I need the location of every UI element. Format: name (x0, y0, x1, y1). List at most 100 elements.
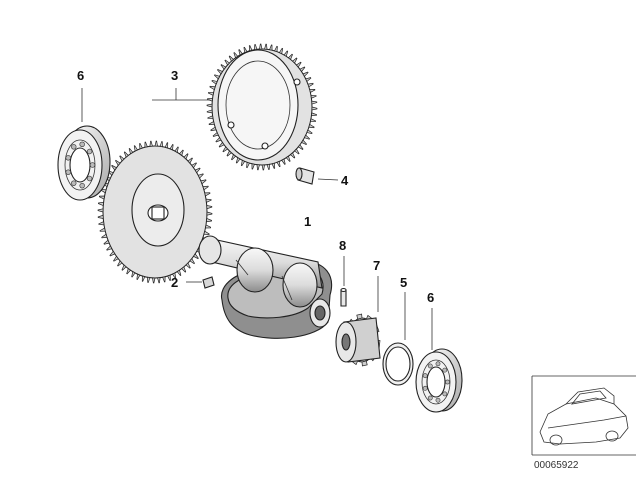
callout-7: 7 (373, 258, 380, 273)
lower-gear-tooth (136, 273, 141, 280)
woodruff-key (202, 276, 215, 289)
upper-gear-tooth (207, 115, 214, 120)
lower-gear-tooth (191, 162, 197, 169)
lower-gear-tooth (193, 253, 199, 260)
upper-gear-tooth (310, 94, 317, 99)
bottom-bearing-ball (445, 379, 450, 385)
top-bearing-ball (71, 180, 77, 186)
upper-gear-tooth (311, 112, 317, 117)
upper-gear-tooth (276, 160, 281, 168)
eccentric-shaft (198, 235, 332, 339)
bottom-bearing-ball (427, 395, 433, 401)
upper-gear-tooth (256, 164, 260, 171)
lower-gear-tooth (98, 221, 105, 226)
lower-gear-tooth (206, 211, 213, 216)
lower-gear-tooth (205, 224, 212, 229)
upper-gear-tooth (266, 163, 270, 170)
ball-bearing-top (57, 125, 111, 201)
callout-3: 3 (171, 68, 178, 83)
upper-gear-tooth (228, 55, 234, 62)
lower-gear-tooth (106, 245, 113, 251)
upper-gear-tooth (207, 92, 215, 96)
bottom-bearing-ball (422, 385, 428, 391)
washer-ring (382, 342, 414, 386)
lower-gear-tooth (162, 276, 166, 283)
callout-8: 8 (339, 238, 346, 253)
upper-gear-tooth (259, 43, 263, 50)
upper-gear-tooth (212, 131, 219, 137)
upper-gear-tooth (209, 85, 216, 91)
upper-gear-tooth (295, 61, 302, 68)
top-bearing-ball (89, 162, 96, 168)
upper-gear-tooth (235, 157, 241, 164)
lower-gear-tooth (176, 269, 182, 277)
upper-gear-tooth (218, 141, 225, 148)
upper-gear-tooth (254, 44, 258, 51)
lower-gear-tooth (141, 275, 146, 282)
lower-gear-tooth (203, 230, 210, 235)
lower-gear-tooth (128, 147, 134, 155)
upper-gear-tooth (303, 134, 310, 140)
top-bearing-ball (71, 144, 77, 150)
callout-6-bottom: 6 (427, 290, 434, 305)
bottom-bearing-ball (435, 397, 441, 403)
upper-gear-tooth (301, 139, 307, 146)
upper-gear-tooth (311, 106, 318, 111)
upper-gear-tooth (309, 88, 316, 93)
lower-gear-tooth (123, 151, 129, 158)
lower-gear-tooth (97, 214, 104, 219)
top-bearing-ball (79, 182, 85, 189)
lower-gear-tooth (99, 227, 106, 232)
pinion-gear (335, 313, 381, 367)
lower-gear-tooth (181, 266, 187, 273)
lower-gear-tooth (200, 179, 207, 185)
upper-gear-tooth (211, 79, 218, 85)
upper-gear-tooth (302, 71, 309, 77)
lower-gear-tooth (194, 167, 201, 174)
upper-gear-tooth (261, 164, 265, 171)
upper-gear-tooth (251, 163, 255, 170)
lower-gear-tooth (97, 208, 104, 213)
upper-gear-tooth (215, 137, 222, 143)
lower-gear-tooth (205, 198, 212, 203)
lower-gear-tooth (98, 195, 105, 200)
lower-gear-tooth (117, 260, 123, 267)
large-gear-lower (97, 140, 213, 284)
top-bearing-ball (86, 175, 93, 182)
upper-gear-tooth (306, 129, 313, 135)
bottom-bearing-ball (442, 367, 448, 373)
upper-gear-tooth (231, 154, 237, 161)
lower-gear-tooth (121, 264, 127, 271)
callout-2: 2 (171, 275, 178, 290)
lower-gear-tooth (98, 201, 104, 207)
upper-gear-tooth (210, 126, 217, 132)
top-bearing-ball (65, 155, 71, 161)
upper-gear-tooth (309, 118, 317, 122)
lower-gear-tooth (111, 164, 117, 171)
upper-gear-tooth (290, 152, 296, 159)
upper-gear-tooth (248, 45, 253, 52)
upper-gear-tooth (271, 162, 276, 169)
upper-gear-tooth (220, 64, 227, 70)
upper-gear-tooth (208, 121, 215, 126)
lower-gear-tooth (206, 217, 212, 223)
lower-gear-tooth (183, 153, 189, 160)
upper-gear-tooth (285, 155, 291, 162)
top-bearing-ball (79, 141, 85, 148)
lower-gear-tooth (119, 155, 125, 162)
lower-gear-tooth (157, 277, 161, 284)
dowel-pin (295, 167, 315, 185)
lower-gear-tooth (131, 271, 136, 278)
roll-pin (340, 287, 347, 307)
upper-gear-tooth (278, 47, 284, 55)
upper-gear-tooth (281, 158, 286, 165)
callout-4: 4 (341, 173, 349, 188)
upper-gear-tooth (305, 77, 312, 83)
lower-gear-tooth (178, 149, 184, 156)
upper-gear-tooth (299, 66, 306, 73)
upper-gear-tooth (264, 43, 268, 50)
top-bearing-ball (65, 169, 71, 175)
lower-gear-tooth (113, 255, 119, 262)
lower-gear-tooth (149, 140, 153, 147)
